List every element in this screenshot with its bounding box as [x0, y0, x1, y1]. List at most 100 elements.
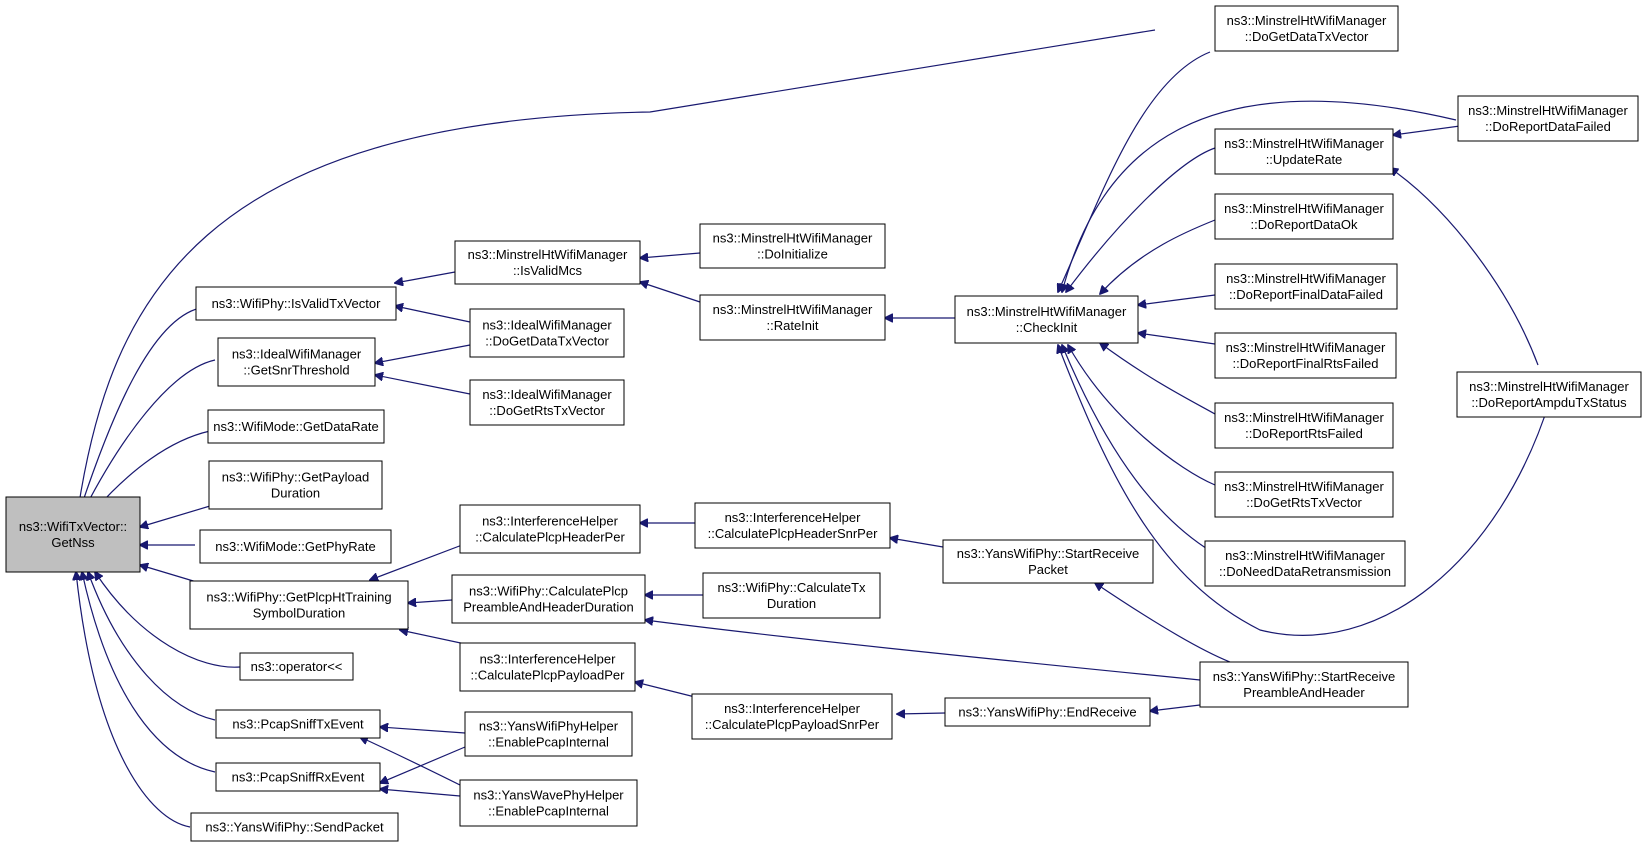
edge — [84, 359, 216, 510]
edge — [1100, 343, 1216, 415]
edge — [897, 713, 946, 714]
node-box — [1214, 5, 1399, 52]
graph-node[interactable]: ns3::MinstrelHtWifiManager::DoNeedDataRe… — [1204, 540, 1406, 587]
graph-node[interactable]: ns3::MinstrelHtWifiManager::DoReportRtsF… — [1214, 402, 1394, 449]
graph-node[interactable]: ns3::WifiPhy::GetPlcpHtTrainingSymbolDur… — [189, 580, 409, 630]
node-box — [1214, 128, 1394, 175]
edge — [380, 789, 461, 797]
graph-node[interactable]: ns3::MinstrelHtWifiManager::DoInitialize — [699, 223, 886, 269]
node-box — [215, 762, 381, 792]
edge — [1066, 147, 1216, 292]
edge — [1058, 345, 1551, 636]
node-label: ns3::IdealWifiManager — [482, 387, 612, 402]
graph-node[interactable]: ns3::MinstrelHtWifiManager::UpdateRate — [1214, 128, 1394, 175]
node-label: ::DoGetDataTxVector — [1245, 29, 1369, 44]
node-box — [694, 502, 891, 549]
graph-node[interactable]: ns3::InterferenceHelper::CalculatePlcpPa… — [459, 642, 636, 692]
graph-node[interactable]: ns3::MinstrelHtWifiManager::DoReportData… — [1457, 95, 1639, 142]
edge — [140, 505, 211, 527]
node-box — [5, 496, 141, 573]
edge — [78, 29, 1156, 510]
node-label: ns3::operator<< — [251, 659, 343, 674]
graph-node[interactable]: ns3::YansWifiPhy::StartReceivePreambleAn… — [1199, 661, 1409, 708]
graph-node[interactable]: ns3::YansWifiPhy::SendPacket — [190, 812, 399, 842]
graph-node[interactable]: ns3::YansWifiPhyHelper::EnablePcapIntern… — [464, 711, 633, 757]
graph-node[interactable]: ns3::PcapSniffRxEvent — [215, 762, 381, 792]
edge — [395, 306, 471, 323]
node-label: ns3::YansWifiPhy::StartReceive — [1213, 669, 1396, 684]
node-label: ns3::MinstrelHtWifiManager — [1226, 271, 1386, 286]
edge — [640, 252, 701, 258]
graph-node[interactable]: ns3::MinstrelHtWifiManager::DoReportFina… — [1214, 332, 1397, 379]
graph-node[interactable]: ns3::IdealWifiManager::DoGetRtsTxVector — [469, 379, 625, 426]
graph-node[interactable]: ns3::MinstrelHtWifiManager::DoReportData… — [1214, 193, 1394, 240]
graph-node[interactable]: ns3::WifiPhy::IsValidTxVector — [195, 286, 397, 321]
node-label: ns3::MinstrelHtWifiManager — [1224, 136, 1384, 151]
edge — [1100, 219, 1216, 294]
graph-node[interactable]: ns3::MinstrelHtWifiManager::IsValidMcs — [454, 240, 641, 285]
node-box — [954, 295, 1139, 344]
graph-node[interactable]: ns3::YansWavePhyHelper::EnablePcapIntern… — [459, 779, 638, 827]
graph-node[interactable]: ns3::MinstrelHtWifiManager::DoReportFina… — [1214, 263, 1398, 310]
edge — [76, 572, 191, 828]
node-label: ns3::MinstrelHtWifiManager — [713, 302, 873, 317]
graph-node[interactable]: ns3::InterferenceHelper::CalculatePlcpHe… — [694, 502, 891, 549]
node-box — [189, 580, 409, 630]
graph-node[interactable]: ns3::PcapSniffTxEvent — [215, 709, 381, 739]
graph-node[interactable]: ns3::MinstrelHtWifiManager::DoGetDataTxV… — [1214, 5, 1399, 52]
node-label: ns3::WifiPhy::CalculatePlcp — [469, 584, 628, 599]
edge — [1138, 294, 1216, 305]
node-label: ns3::WifiTxVector:: — [19, 519, 127, 534]
node-box — [691, 693, 893, 740]
graph-node[interactable]: ns3::MinstrelHtWifiManager::CheckInit — [954, 295, 1139, 344]
edge — [375, 375, 471, 395]
edge — [82, 572, 216, 773]
graph-node[interactable]: ns3::MinstrelHtWifiManager::RateInit — [699, 294, 886, 341]
edge — [1058, 51, 1211, 292]
graph-node[interactable]: ns3::WifiMode::GetDataRate — [207, 409, 385, 444]
graph-node[interactable]: ns3::IdealWifiManager::GetSnrThreshold — [217, 337, 376, 387]
node-box — [1456, 371, 1642, 418]
node-label: ::DoReportDataOk — [1251, 217, 1358, 232]
node-label: ::DoGetDataTxVector — [485, 334, 609, 349]
edge — [408, 600, 453, 603]
node-label: ns3::MinstrelHtWifiManager — [713, 231, 873, 246]
node-label: ::CheckInit — [1016, 320, 1078, 335]
node-label: ns3::YansWifiPhy::StartReceive — [957, 546, 1140, 561]
node-box — [215, 709, 381, 739]
node-label: ::DoReportFinalDataFailed — [1229, 287, 1383, 302]
edge — [1138, 333, 1216, 345]
edge — [645, 620, 1201, 681]
node-box — [944, 697, 1151, 727]
node-box — [1214, 471, 1394, 518]
graph-node[interactable]: ns3::YansWifiPhy::EndReceive — [944, 697, 1151, 727]
graph-node[interactable]: ns3::IdealWifiManager::DoGetDataTxVector — [469, 308, 625, 358]
graph-node[interactable]: ns3::InterferenceHelper::CalculatePlcpHe… — [459, 504, 641, 554]
node-label: ::UpdateRate — [1266, 152, 1343, 167]
edge — [890, 538, 944, 548]
edge — [380, 746, 466, 783]
node-box — [1214, 263, 1398, 310]
edge — [1095, 583, 1231, 663]
node-label: ns3::InterferenceHelper — [725, 510, 862, 525]
graph-node[interactable]: ns3::WifiTxVector::GetNss — [5, 496, 141, 573]
graph-node[interactable]: ns3::InterferenceHelper::CalculatePlcpPa… — [691, 693, 893, 740]
graph-node[interactable]: ns3::WifiMode::GetPhyRate — [199, 529, 392, 564]
node-box — [1214, 193, 1394, 240]
node-label: GetNss — [51, 535, 95, 550]
edge — [1150, 704, 1201, 711]
graph-node[interactable]: ns3::WifiPhy::CalculatePlcpPreambleAndHe… — [451, 574, 646, 624]
graph-node[interactable]: ns3::operator<< — [239, 652, 354, 681]
edge — [635, 682, 696, 698]
node-label: ::IsValidMcs — [513, 263, 583, 278]
edge — [375, 344, 471, 363]
edge — [1068, 345, 1216, 486]
graph-node[interactable]: ns3::MinstrelHtWifiManager::DoReportAmpd… — [1456, 371, 1642, 418]
node-label: ns3::InterferenceHelper — [482, 514, 619, 529]
node-box — [454, 240, 641, 285]
graph-node[interactable]: ns3::MinstrelHtWifiManager::DoGetRtsTxVe… — [1214, 471, 1394, 518]
node-box — [208, 460, 383, 510]
